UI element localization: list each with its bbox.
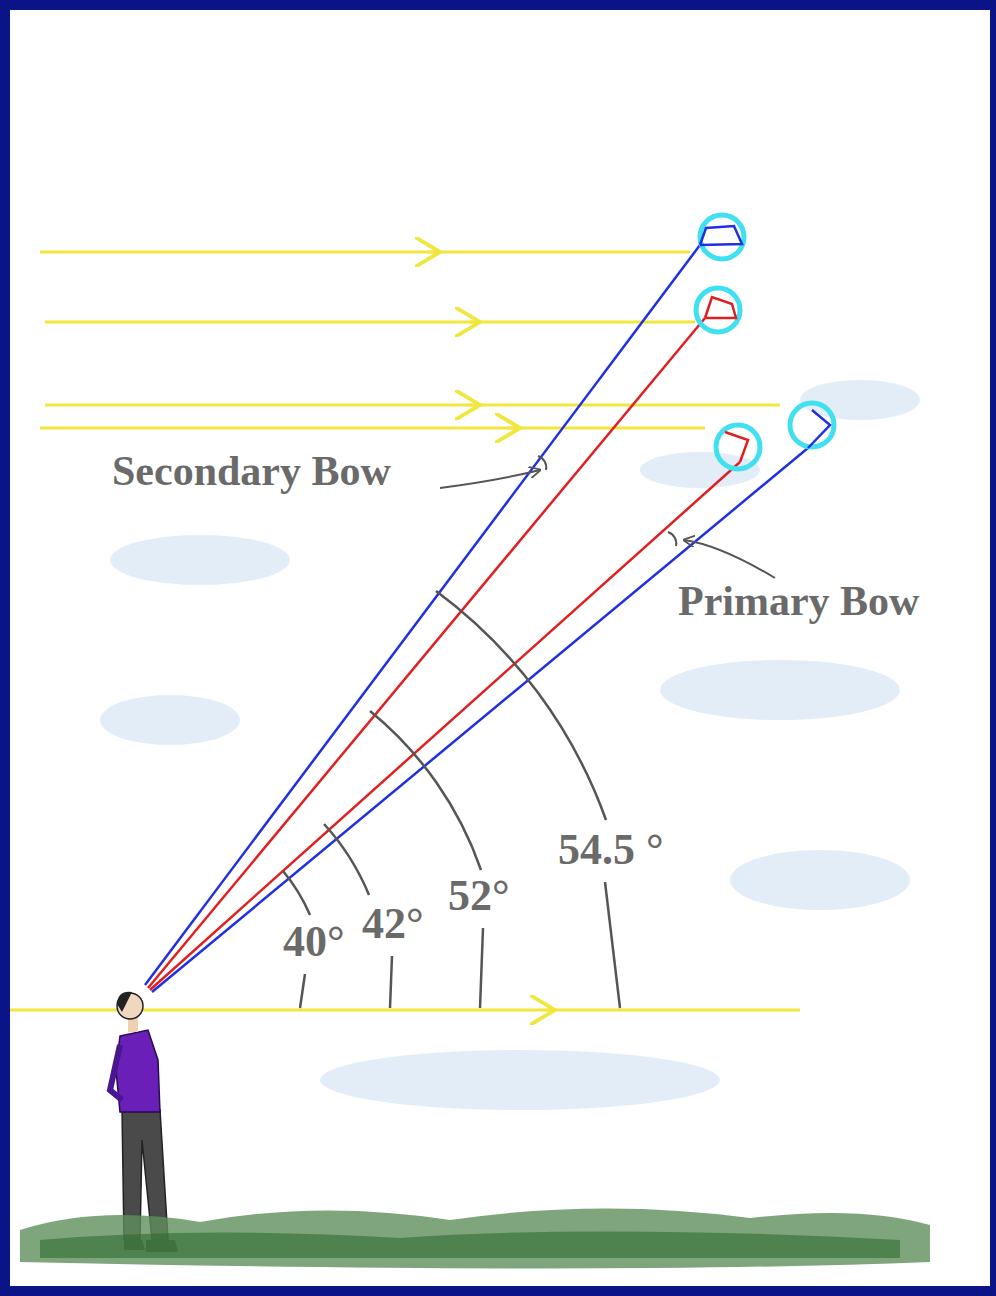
grass: [20, 1208, 930, 1268]
bow-label: Secondary Bow: [112, 448, 391, 494]
bow-leaders: [440, 456, 775, 578]
angle-arcs: [283, 591, 620, 1008]
raindrops: [696, 215, 834, 469]
cloud-speckles: [100, 380, 920, 1110]
angle-label: 52°: [448, 872, 510, 920]
bow-label: Primary Bow: [678, 578, 919, 624]
angle-label: 40°: [283, 918, 345, 966]
sun-rays: [10, 252, 800, 1010]
observer-figure: [110, 992, 178, 1252]
drop-ray-paths: [700, 226, 830, 462]
angle-label: 42°: [362, 900, 424, 948]
angle-label: 54.5 °: [558, 826, 664, 874]
